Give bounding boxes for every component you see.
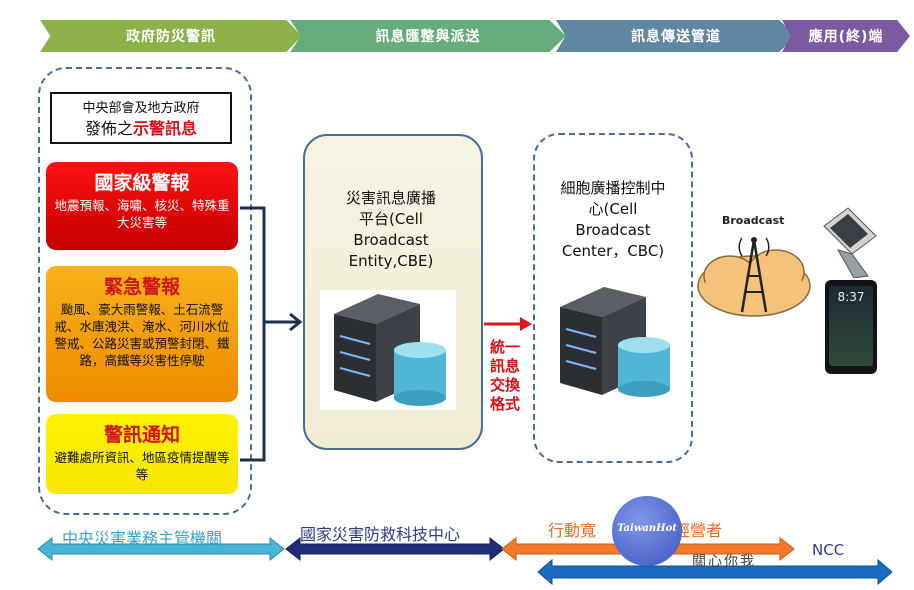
stage-end-device: 應用(終)端 bbox=[782, 20, 910, 52]
broadcast-label: Broadcast bbox=[722, 214, 785, 227]
central-agency-arrow bbox=[37, 536, 285, 562]
ncc-arrow bbox=[537, 558, 893, 586]
watermark-text: TaiwanHot bbox=[617, 523, 677, 534]
government-alert-group bbox=[38, 67, 252, 515]
stage-aggregate-dispatch: 訊息匯整與派送 bbox=[290, 20, 566, 52]
issuer-box: 中央部會及地方政府 發佈之示警訊息 bbox=[50, 92, 232, 144]
cbe-server-icon bbox=[320, 290, 456, 410]
unify-arrow bbox=[484, 317, 532, 331]
caring-label: 關心你我 bbox=[692, 554, 756, 570]
alert-emergency-title: 緊急警報 bbox=[103, 276, 180, 298]
alert-emergency-desc: 颱風、豪大雨警報、土石流警戒、水庫洩洪、淹水、河川水位警戒、公路災害或預警封閉、… bbox=[54, 302, 230, 368]
smartphone-time: 8:37 bbox=[829, 286, 873, 366]
smartphone-icon: 8:37 bbox=[825, 280, 877, 374]
ncc-label: NCC bbox=[812, 541, 845, 559]
alert-emergency: 緊急警報 颱風、豪大雨警報、土石流警戒、水庫洩洪、淹水、河川水位警戒、公路災害或… bbox=[46, 266, 238, 402]
issuer-line2: 發佈之示警訊息 bbox=[84, 119, 198, 138]
ncdr-label: 國家災害防救科技中心 bbox=[300, 525, 461, 544]
cbc-group bbox=[533, 133, 693, 463]
alert-national: 國家級警報 地震預報、海嘯、核災、特殊重大災害等 bbox=[46, 162, 238, 250]
stage-transmission-channel: 訊息傳送管道 bbox=[556, 20, 796, 52]
mobile-operator-label: 行動寬經營者 bbox=[548, 521, 723, 540]
flip-phone-icon bbox=[823, 207, 877, 278]
alert-notice-desc: 避難處所資訊、地區疫情提醒等等 bbox=[54, 450, 230, 482]
alert-notice-title: 警訊通知 bbox=[103, 424, 180, 446]
stage-government-alert: 政府防災警訊 bbox=[40, 20, 302, 52]
broadcast-tower-icon bbox=[697, 237, 811, 317]
watermark-logo: TaiwanHot bbox=[612, 496, 682, 566]
unify-format-label: 統一訊息 交換格式 bbox=[489, 338, 520, 413]
alert-notice: 警訊通知 避難處所資訊、地區疫情提醒等等 bbox=[46, 414, 238, 494]
alert-national-title: 國家級警報 bbox=[94, 172, 190, 194]
cbc-server-icon bbox=[560, 287, 670, 397]
issuer-line1: 中央部會及地方政府 bbox=[82, 101, 200, 116]
alert-national-desc: 地震預報、海嘯、核災、特殊重大災害等 bbox=[54, 198, 230, 230]
merge-connector bbox=[240, 206, 303, 462]
central-agency-label: 中央災害業務主管機關 bbox=[62, 529, 223, 548]
